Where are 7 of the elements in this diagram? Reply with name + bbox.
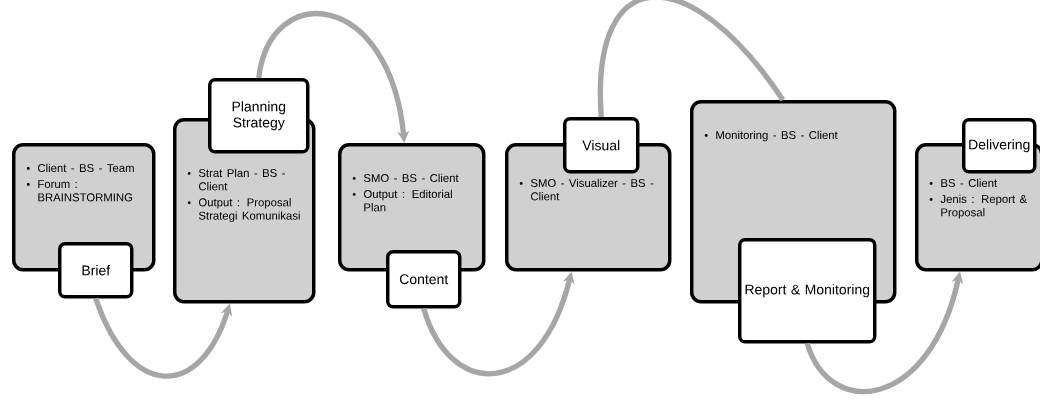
stage-label-tab: Delivering	[962, 118, 1037, 174]
stage-label-tab: Planning Strategy	[208, 78, 310, 154]
stage-label-tab: Brief	[58, 242, 134, 299]
stage-label-tab: Report & Monitoring	[738, 238, 877, 344]
stage-label-tab: Visual	[563, 117, 640, 174]
stage-label-tab: Content	[386, 250, 462, 309]
stage-box: SMO - BS - Client Output : Editorial Plan	[338, 143, 486, 272]
